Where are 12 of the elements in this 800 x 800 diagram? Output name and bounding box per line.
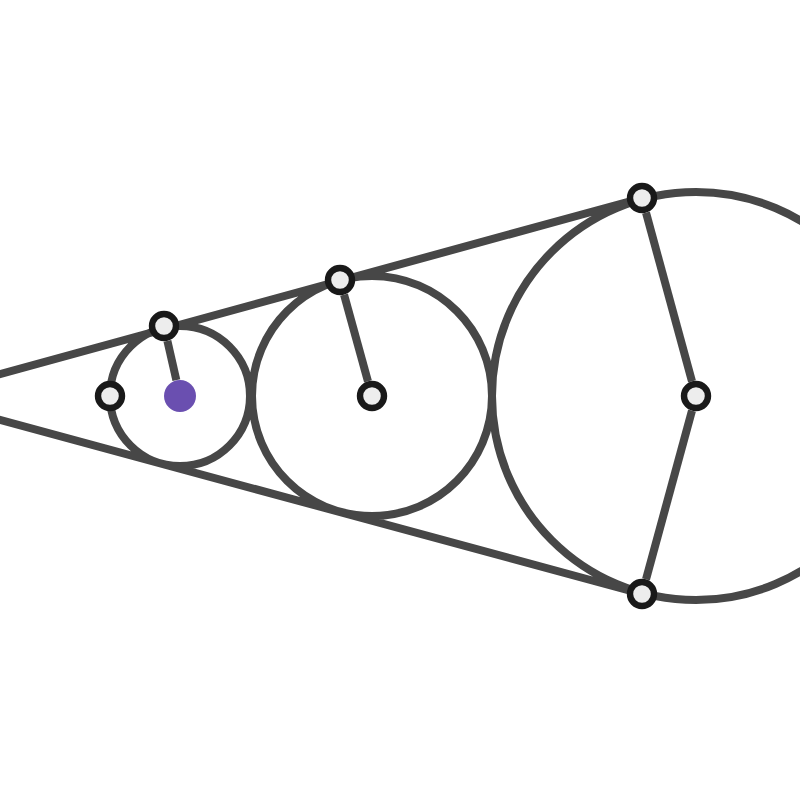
point-marker (324, 264, 356, 296)
radius-line (642, 409, 696, 581)
radius-line (340, 293, 372, 383)
point-marker (356, 380, 388, 412)
center-dot (164, 380, 196, 412)
point-marker (626, 578, 658, 610)
point-marker (626, 182, 658, 214)
point-marker (680, 380, 712, 412)
radius-line (163, 339, 181, 381)
point-marker (94, 380, 126, 412)
radius-line (642, 211, 696, 383)
point-marker (148, 310, 180, 342)
